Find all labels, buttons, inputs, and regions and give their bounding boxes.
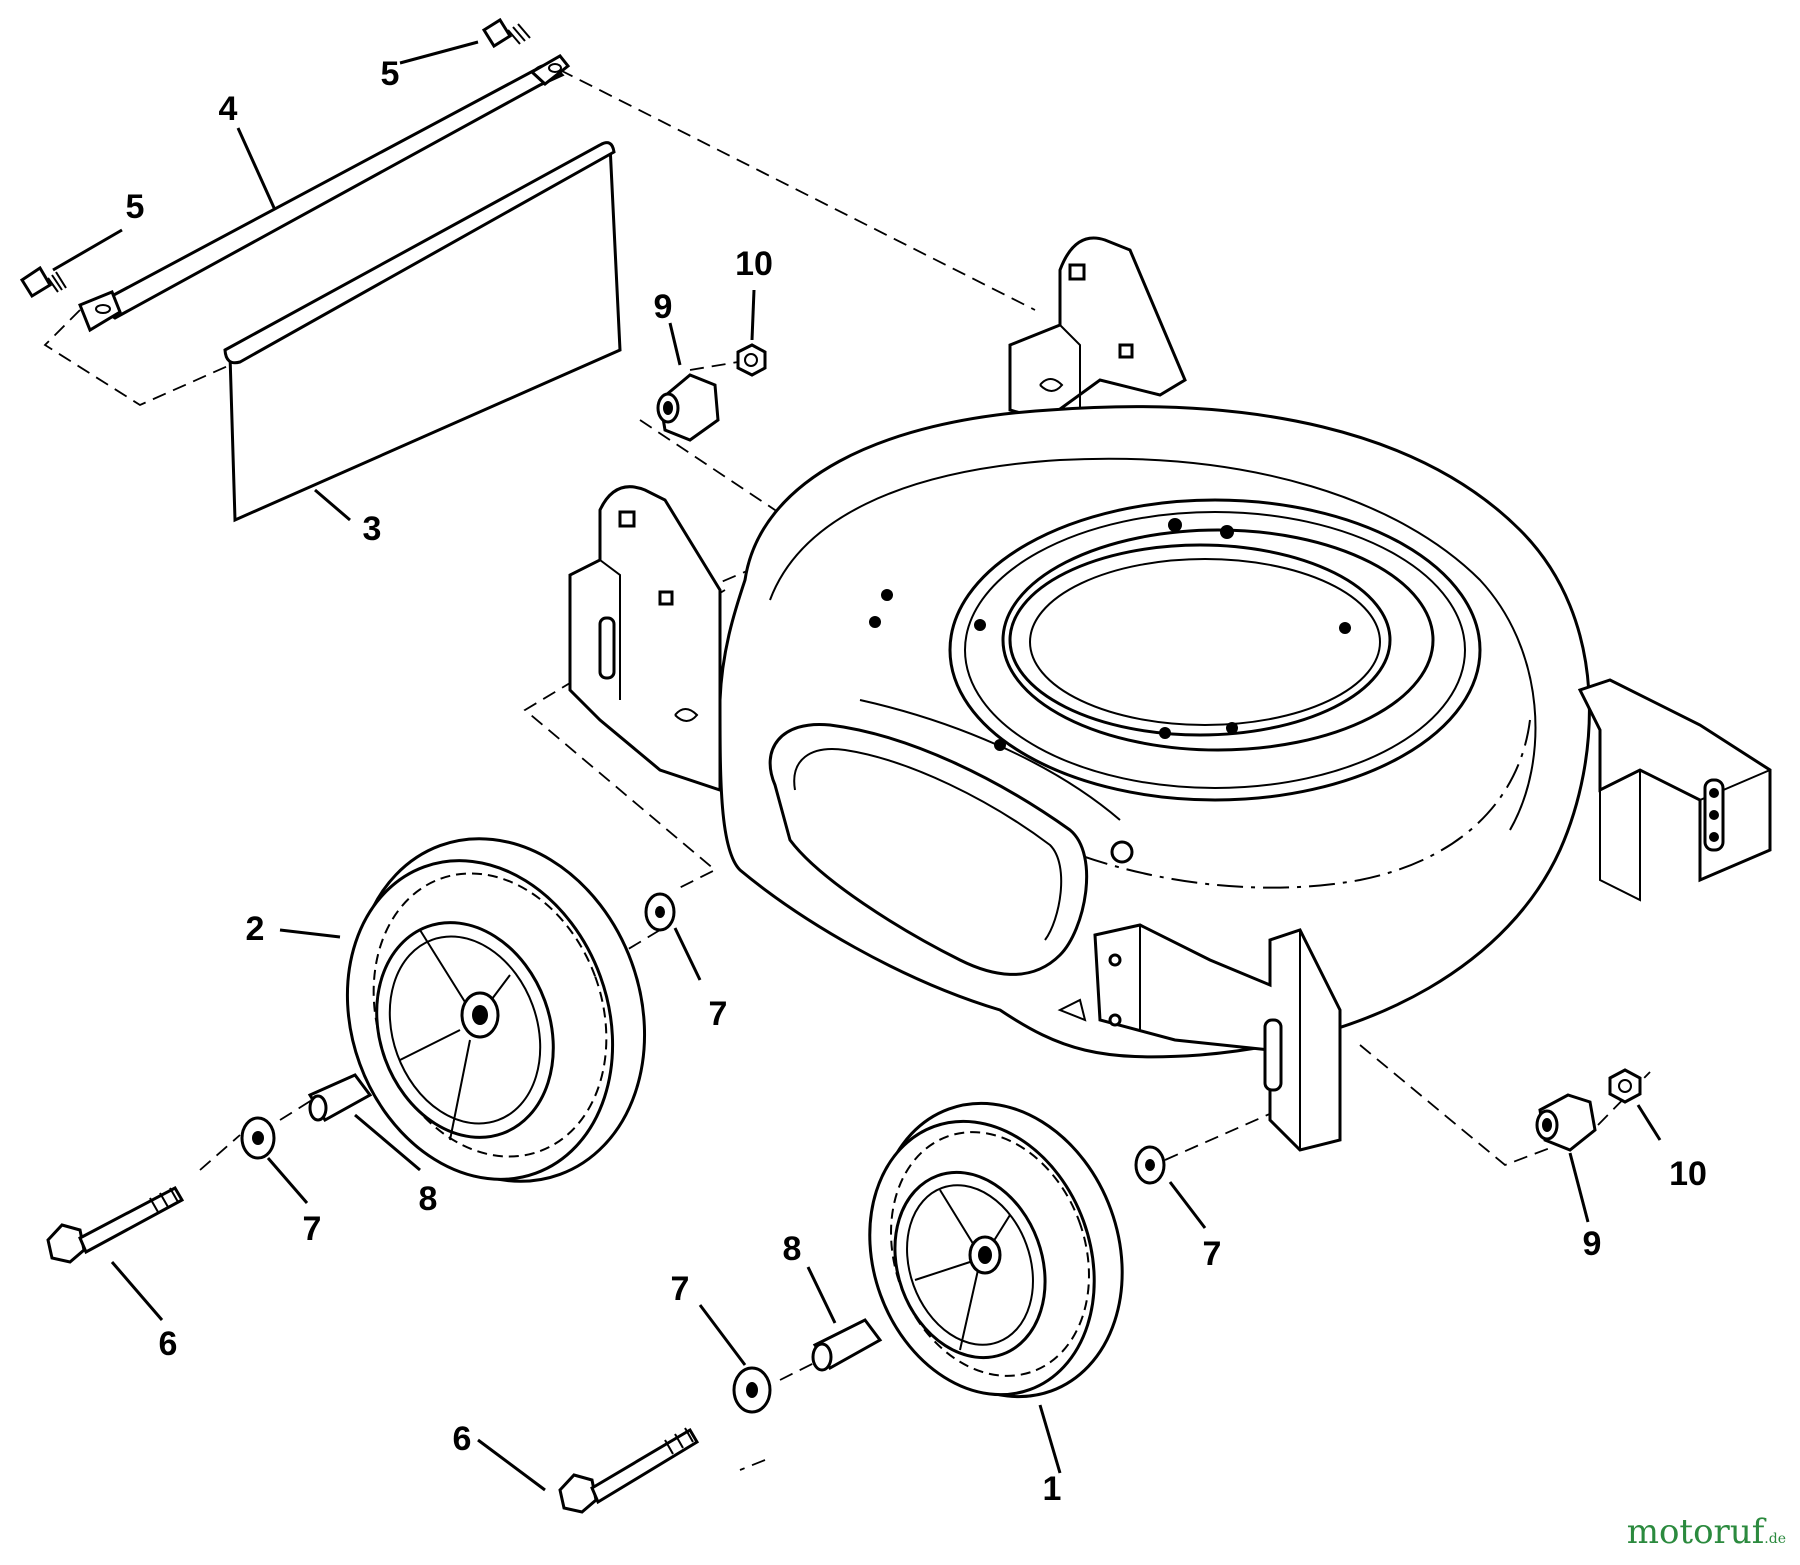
callout-6-bottom: 6 (453, 1420, 472, 1458)
callout-10-lower: 10 (1669, 1155, 1707, 1193)
callout-labels: 1 2 3 4 5 5 6 6 7 7 7 7 8 8 9 9 10 10 (126, 55, 1707, 1508)
rear-wheel (345, 837, 647, 1183)
screw-left (19, 265, 67, 299)
callout-7-lower: 7 (671, 1270, 690, 1308)
rear-flap-assembly (19, 17, 622, 523)
callout-7-front-hub: 7 (1203, 1235, 1222, 1273)
leader-lines (52, 40, 1662, 1492)
watermark-logo: motoruf.de (1627, 1512, 1786, 1552)
callout-4: 4 (219, 90, 238, 128)
callout-7-rear-hub: 7 (709, 995, 728, 1033)
upper-bushing-nut (656, 343, 767, 442)
callout-6-left: 6 (159, 1325, 178, 1363)
lower-bushing-nut (1535, 1068, 1642, 1152)
callout-1: 1 (1043, 1470, 1062, 1508)
screw-top (481, 17, 531, 49)
front-wheel (868, 1101, 1124, 1399)
callout-8-front: 8 (783, 1230, 802, 1268)
callout-8-rear: 8 (419, 1180, 438, 1218)
callout-7-lower-left: 7 (303, 1210, 322, 1248)
callout-5-left: 5 (126, 188, 145, 226)
callout-9-lower: 9 (1583, 1225, 1602, 1263)
callout-5-top: 5 (381, 55, 400, 93)
callout-9-upper: 9 (654, 288, 673, 326)
watermark-suffix: .de (1764, 1531, 1786, 1547)
mower-deck (568, 236, 1772, 1152)
callout-10-upper: 10 (735, 245, 773, 283)
callout-3: 3 (363, 510, 382, 548)
watermark-brand: motoruf (1626, 1512, 1765, 1552)
hardware (46, 892, 1166, 1514)
callout-2: 2 (246, 910, 265, 948)
